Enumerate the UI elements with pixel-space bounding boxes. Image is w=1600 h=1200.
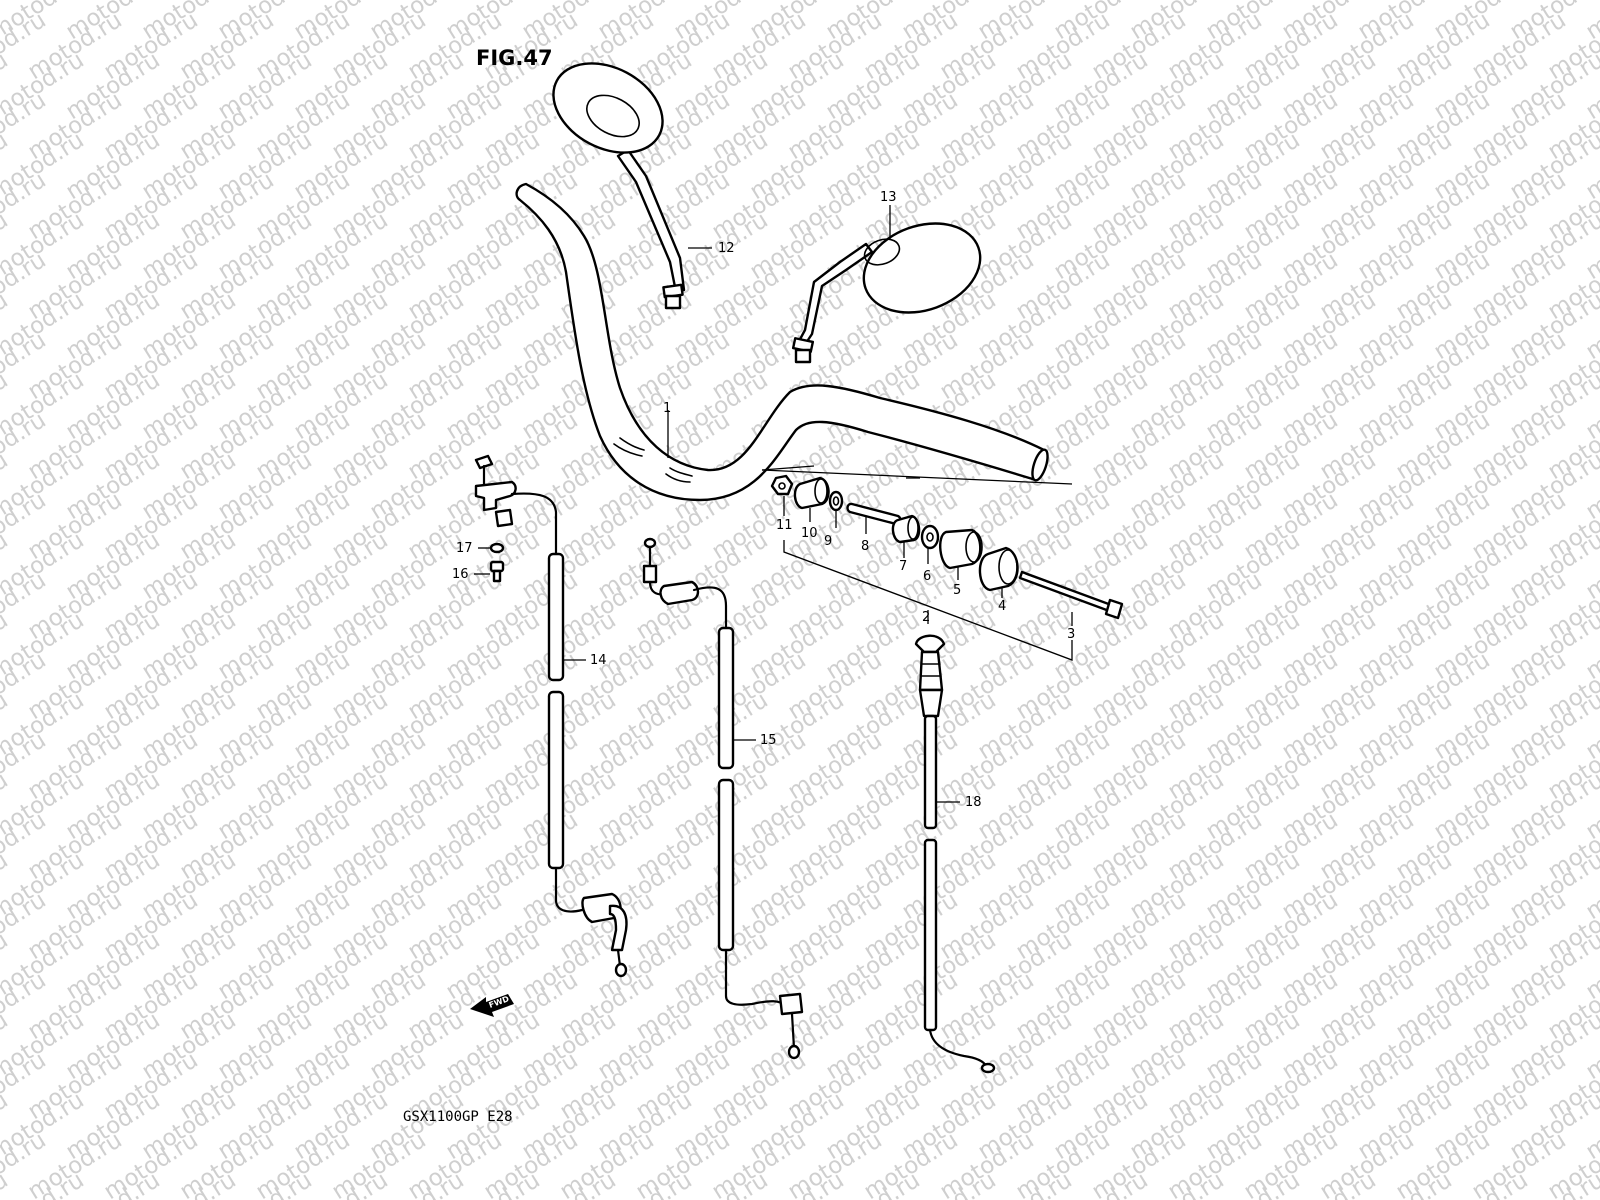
- right-mirror: [791, 222, 982, 364]
- clamp-parts: [489, 542, 505, 583]
- screw-16: [489, 560, 505, 583]
- balancer-parts: [770, 474, 1124, 620]
- callout-7: 7: [899, 559, 907, 574]
- washer-9: [828, 490, 844, 512]
- throttle-cable-14: [474, 454, 628, 978]
- callout-leaders: [474, 205, 1073, 803]
- callout-12: 12: [718, 241, 735, 256]
- throttle-cable-15: [642, 537, 804, 1060]
- washer-6: [920, 524, 940, 550]
- callout-17: 17: [456, 541, 473, 556]
- callout-13: 13: [880, 190, 897, 205]
- callout-labels: 1 2 3 4 5 6 7 8 9 10 11 12 13 14 15 16 1…: [452, 190, 1075, 810]
- figure-title: FIG.47: [476, 46, 553, 70]
- balancer-bracket: [783, 540, 1073, 661]
- callout-10: 10: [801, 526, 818, 541]
- callout-8: 8: [861, 539, 869, 554]
- cap-4: [978, 546, 1019, 592]
- callout-6: 6: [923, 569, 931, 584]
- choke-cable-18: [914, 634, 996, 1074]
- rubber-damper-10: [793, 476, 830, 510]
- weight-5: [939, 528, 983, 570]
- bolt-3: [1018, 570, 1124, 620]
- callout-18: 18: [965, 795, 982, 810]
- left-mirror: [552, 62, 686, 310]
- callout-11: 11: [776, 518, 793, 533]
- handlebar: [515, 182, 1049, 502]
- callout-3: 3: [1067, 627, 1075, 642]
- callout-14: 14: [590, 653, 607, 668]
- washer-17: [489, 542, 505, 554]
- callout-9: 9: [824, 534, 832, 549]
- callout-5: 5: [953, 583, 961, 598]
- callout-2: 2: [922, 610, 930, 625]
- nut-11: [770, 474, 794, 496]
- callout-4: 4: [998, 599, 1006, 614]
- callout-1: 1: [663, 401, 671, 416]
- callout-15: 15: [760, 733, 777, 748]
- collar-7: [891, 514, 921, 544]
- balancer-axis-lines: [761, 465, 1073, 485]
- callout-16: 16: [452, 567, 469, 582]
- model-code: GSX1100GP E28: [403, 1109, 513, 1125]
